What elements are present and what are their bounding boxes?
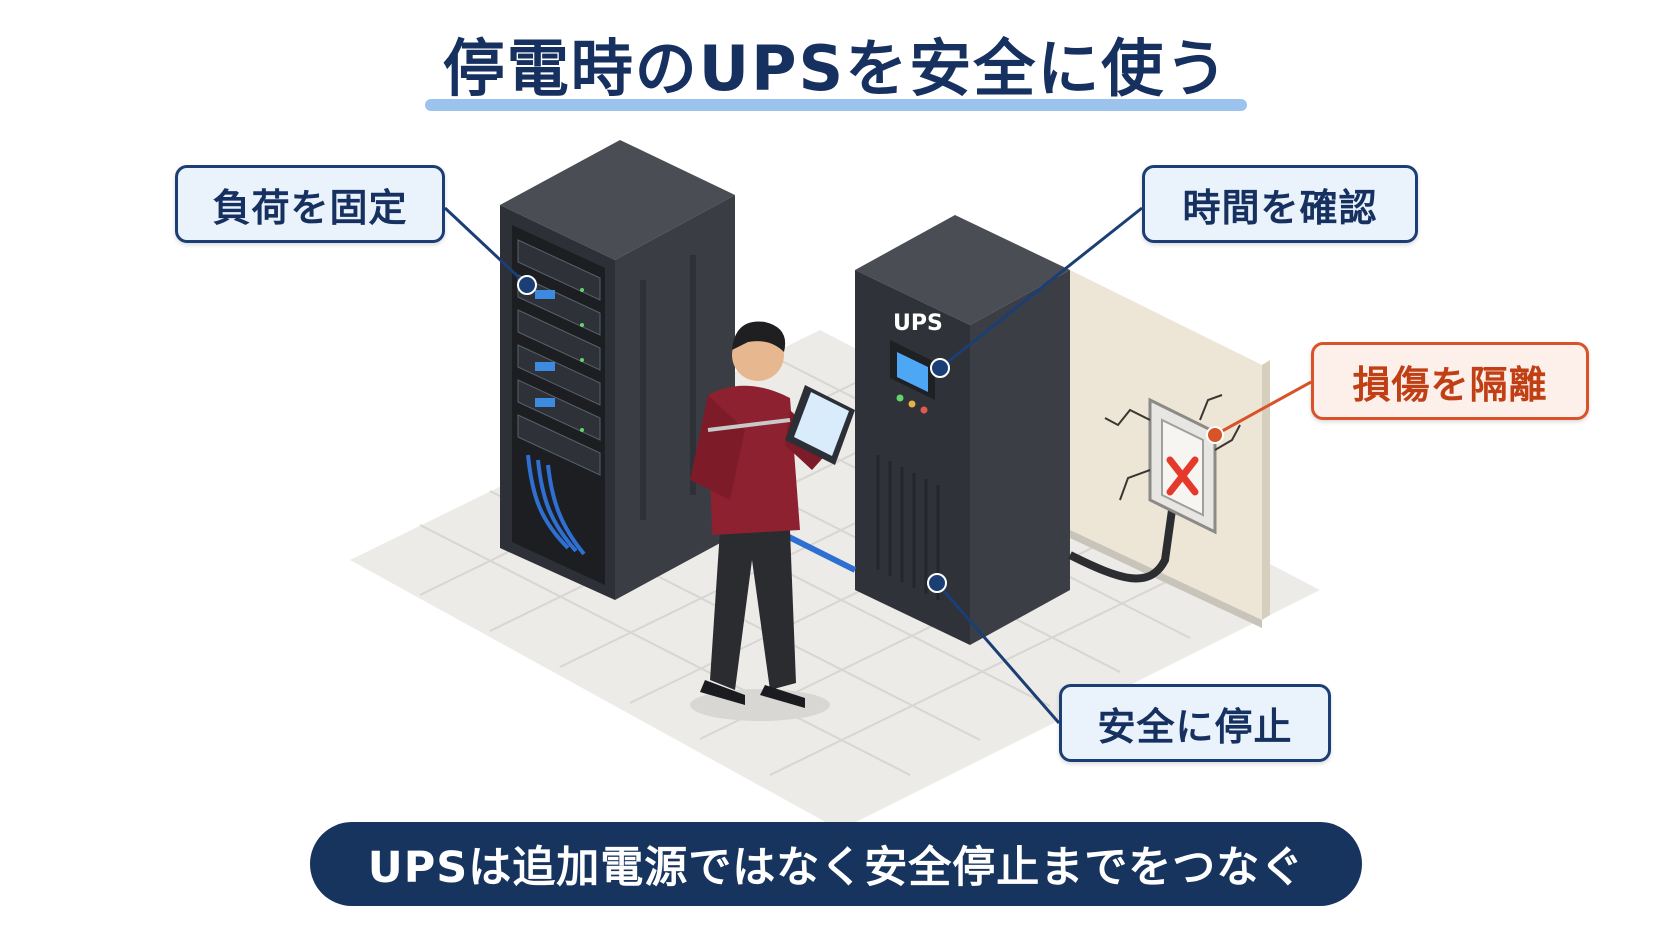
marker-isolate-damage xyxy=(1206,426,1224,444)
callout-isolate-damage: 損傷を隔離 xyxy=(1311,342,1589,420)
callout-check-time: 時間を確認 xyxy=(1142,165,1418,243)
marker-fix-load xyxy=(517,275,537,295)
footer-message: UPSは追加電源ではなく安全停止までをつなぐ xyxy=(310,822,1362,906)
leader-lines xyxy=(443,206,1143,724)
marker-safe-shutdown xyxy=(927,573,947,593)
power-cable xyxy=(1068,509,1176,583)
title-underline xyxy=(425,99,1247,111)
red-x-icon xyxy=(1166,456,1199,496)
callout-fix-load: 負荷を固定 xyxy=(175,165,445,243)
leader-line-damage xyxy=(1214,380,1312,437)
marker-check-time xyxy=(930,358,950,378)
ups-label: UPS xyxy=(893,311,943,336)
ups-unit-icon: UPS xyxy=(855,215,1070,645)
damaged-outlet-icon xyxy=(1104,394,1241,535)
server-rack-icon xyxy=(500,140,735,600)
callout-safe-shutdown: 安全に停止 xyxy=(1059,684,1331,762)
person-with-tablet-icon xyxy=(690,321,855,721)
page-title: 停電時のUPSを安全に使う xyxy=(442,32,1230,105)
